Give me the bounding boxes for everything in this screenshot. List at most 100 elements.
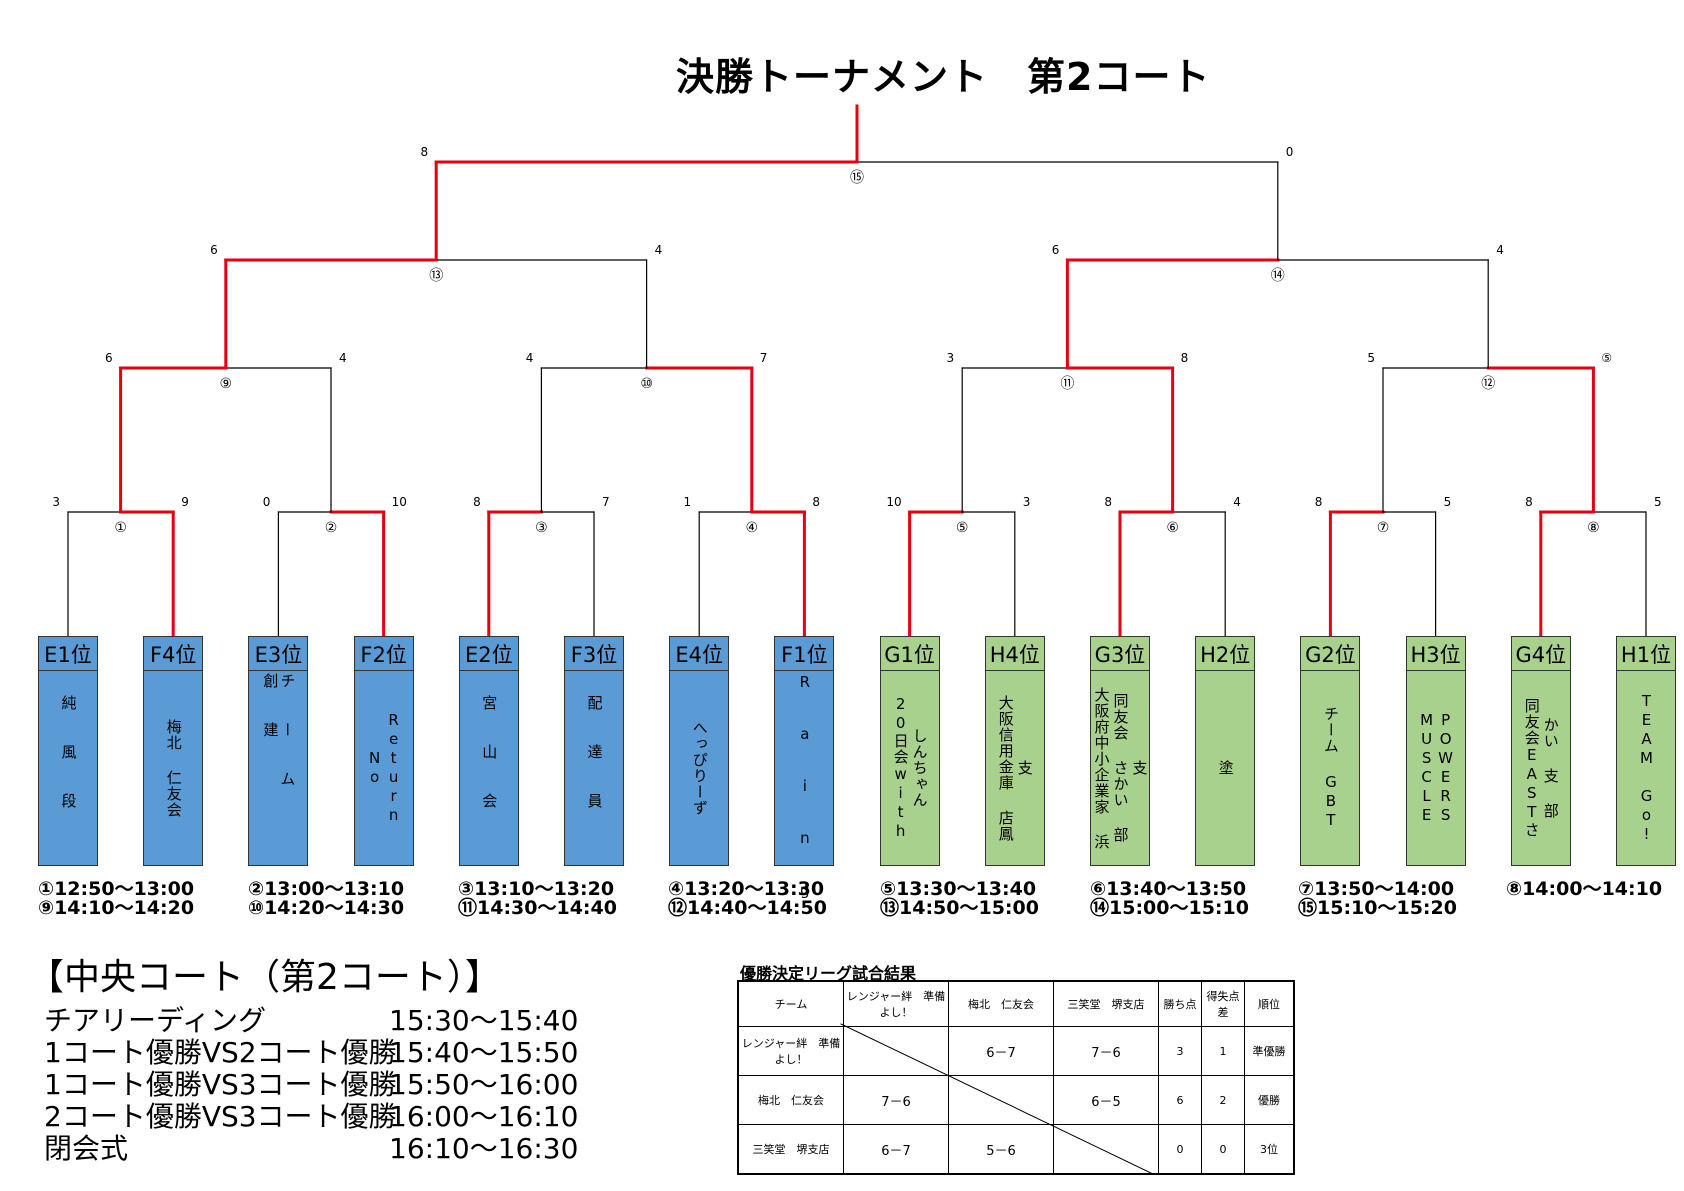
league-cell: 準優勝	[1244, 1026, 1295, 1076]
match-number: ⑪	[1060, 376, 1074, 392]
team-seed: G2位	[1301, 637, 1360, 671]
league-team-cell: 三笑堂 堺支店	[737, 1124, 844, 1175]
league-cell: 6－7	[843, 1124, 949, 1175]
league-cell	[948, 1075, 1054, 1125]
team-seed: E4位	[670, 637, 729, 671]
league-cell: 7－6	[1053, 1026, 1159, 1076]
team-seed: F4位	[144, 637, 203, 671]
team-name-line: へっぴりーず	[690, 720, 709, 816]
league-results-table: チームレンジャー絆 準備よし！梅北 仁友会三笑堂 堺支店勝ち点得失点差順位レンジ…	[737, 980, 1295, 1175]
team-name: かい 支 部同友会EASTさ	[1512, 671, 1570, 865]
team-name: Raing	[775, 671, 833, 933]
team-seed: H3位	[1406, 637, 1465, 671]
team-seed: E3位	[249, 637, 308, 671]
league-header-cell: 得失点差	[1201, 980, 1245, 1027]
team-name-line: 同友会EASTさ	[1522, 698, 1541, 838]
match-number: ⑬	[429, 268, 443, 284]
team-seed: F3位	[565, 637, 623, 671]
team-seed: E2位	[459, 637, 518, 671]
team-name-line: Return	[384, 711, 403, 825]
schedule-time: ⑮15:10～15:20	[1298, 897, 1457, 919]
match-score: 8	[1315, 495, 1323, 509]
team-name: 宮山会	[460, 671, 518, 865]
league-header-row: チームレンジャー絆 準備よし！梅北 仁友会三笑堂 堺支店勝ち点得失点差順位	[737, 980, 1295, 1027]
team-name: チーム創建	[249, 671, 307, 865]
match-score: 8	[812, 495, 820, 509]
team-name: 支同友会 さかい 部大阪府中小企業家 浜	[1091, 671, 1149, 865]
match-score: 5	[1444, 495, 1452, 509]
team-name: へっぴりーず	[670, 671, 728, 865]
team-name: 配達員	[565, 671, 623, 865]
match-score: 6	[1052, 243, 1060, 257]
court-heading: 【中央コート（第2コート）】	[28, 957, 501, 998]
match-score: 8	[473, 495, 481, 509]
page-title: 決勝トーナメント 第2コート	[676, 55, 1211, 99]
league-cell: 0	[1158, 1124, 1202, 1175]
schedule-time: ⑥13:40～13:50	[1090, 878, 1247, 900]
match-score: 6	[105, 351, 113, 365]
team-name-line: 20日会with	[891, 695, 910, 841]
league-cell: 6	[1158, 1075, 1202, 1125]
team-box: E3位チーム創建	[248, 636, 309, 866]
program-time: 15:30～15:40	[389, 1004, 579, 1037]
league-title: 優勝決定リーグ試合結果	[740, 964, 917, 983]
program-event: 2コート優勝VS3コート優勝	[44, 1100, 397, 1133]
match-number: ③	[535, 520, 548, 536]
match-score: 7	[602, 495, 610, 509]
match-number: ①	[114, 520, 127, 536]
team-box: E1位純風段	[38, 636, 98, 866]
league-header-cell: 順位	[1244, 980, 1295, 1027]
match-score: 0	[263, 495, 271, 509]
league-header-cell: レンジャー絆 準備よし！	[843, 980, 949, 1027]
match-score: 0	[1286, 145, 1294, 159]
schedule-time: ⑩14:20～14:30	[248, 897, 405, 919]
program-event: 1コート優勝VS3コート優勝	[44, 1068, 397, 1101]
match-number: ⑥	[1166, 520, 1179, 536]
team-name-line: 塗	[1216, 760, 1235, 776]
schedule-time: ①12:50～13:00	[38, 878, 195, 900]
league-cell: 6－7	[948, 1026, 1054, 1076]
schedule-time: ⑤13:30～13:40	[880, 878, 1037, 900]
match-score: 3	[52, 495, 60, 509]
match-score: 8	[1181, 351, 1189, 365]
schedule-time: ⑧14:00～14:10	[1506, 878, 1663, 900]
match-number: ②	[325, 520, 338, 536]
schedule-time: ⑫14:40～14:50	[668, 897, 827, 919]
league-cell: 1	[1201, 1026, 1245, 1076]
schedule-time: ④13:20～13:30	[668, 878, 825, 900]
match-number: ⑤	[956, 520, 969, 536]
match-score: ⑤	[1601, 351, 1612, 365]
program-event: チアリーディング	[44, 1004, 267, 1037]
program-time: 15:50～16:00	[389, 1068, 579, 1101]
match-score: 9	[181, 495, 189, 509]
league-cell: 3位	[1244, 1124, 1295, 1175]
match-score: 8	[421, 145, 429, 159]
team-name-line: かい 支 部	[1541, 717, 1560, 819]
team-box: E4位へっぴりーず	[669, 636, 730, 866]
program-event: 1コート優勝VS2コート優勝	[44, 1036, 397, 1069]
match-score: 10	[392, 495, 407, 509]
team-name-line: 支	[1130, 760, 1149, 776]
league-header-cell: 勝ち点	[1158, 980, 1202, 1027]
schedule-time: ⑦13:50～14:00	[1298, 878, 1455, 900]
match-score: 3	[1023, 495, 1031, 509]
team-name-line: Raing	[795, 673, 814, 933]
league-cell: 2	[1201, 1075, 1245, 1125]
match-score: 8	[1525, 495, 1533, 509]
match-number: ⑨	[220, 376, 233, 392]
match-number: ⑧	[1587, 520, 1600, 536]
match-number: ⑦	[1377, 520, 1390, 536]
match-number: ⑩	[640, 376, 653, 392]
team-name-line: 宮山会	[480, 694, 499, 842]
team-box: H4位支大阪信用金庫 店鳳	[984, 636, 1045, 866]
